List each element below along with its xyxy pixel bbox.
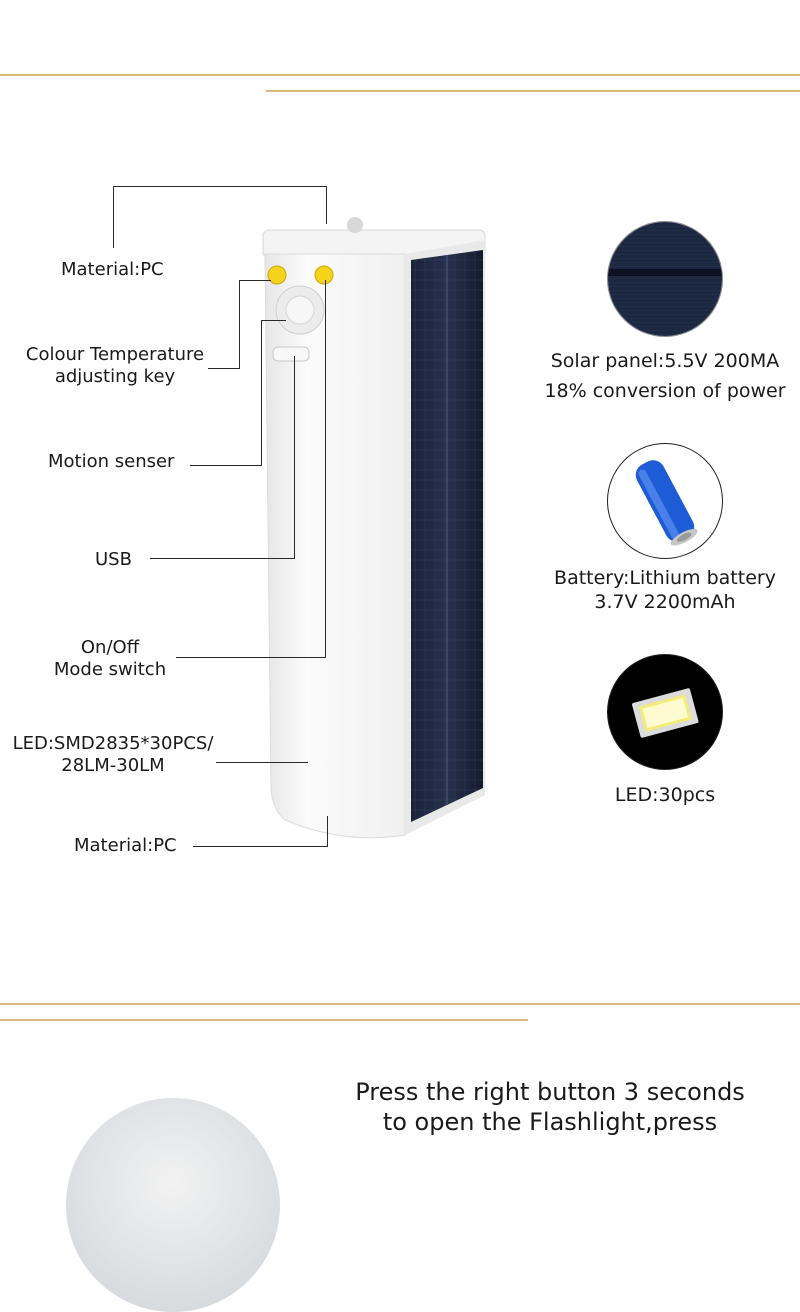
lantern-product-image xyxy=(262,217,486,839)
battery-line1: Battery:Lithium battery xyxy=(554,567,776,589)
divider-bottom-full xyxy=(0,1003,800,1005)
label-led-line1: LED:SMD2835*30PCS/ xyxy=(12,733,214,754)
battery-feature-text: Battery:Lithium battery 3.7V 2200mAh xyxy=(540,566,790,614)
instruction-line2: to open the Flashlight,press xyxy=(382,1108,718,1136)
callout-line xyxy=(113,186,114,248)
colour-temp-key xyxy=(267,265,287,285)
label-onoff-line1: On/Off xyxy=(80,637,140,658)
label-onoff-line2: Mode switch xyxy=(53,659,167,680)
callout-line xyxy=(216,762,308,763)
solar-line1: Solar panel:5.5V 200MA xyxy=(550,350,780,372)
label-colour-temp: Colour Temperature adjusting key xyxy=(20,344,210,388)
led-feature-text: LED:30pcs xyxy=(614,784,716,806)
battery-icon xyxy=(607,443,723,559)
callout-line xyxy=(239,280,240,369)
divider-top-short xyxy=(266,90,800,92)
callout-line xyxy=(326,186,327,224)
sensor-closeup-image xyxy=(66,1098,280,1312)
led-chip-icon xyxy=(607,654,723,770)
callout-line xyxy=(176,657,326,658)
label-colour-temp-line2: adjusting key xyxy=(54,366,176,387)
label-material-bottom: Material:PC xyxy=(74,835,177,856)
lantern-top-knob xyxy=(347,217,363,233)
callout-line xyxy=(239,280,271,281)
solar-line2: 18% conversion of power xyxy=(544,380,786,402)
callout-line xyxy=(190,465,262,466)
divider-top-full xyxy=(0,74,800,76)
label-onoff: On/Off Mode switch xyxy=(40,637,180,681)
solar-panel-icon xyxy=(607,221,723,337)
instruction-text: Press the right button 3 seconds to open… xyxy=(345,1077,755,1137)
usb-port xyxy=(272,346,310,362)
callout-line xyxy=(325,280,326,658)
onoff-switch xyxy=(314,265,334,285)
callout-line xyxy=(261,320,286,321)
callout-line xyxy=(294,356,295,559)
battery-line2: 3.7V 2200mAh xyxy=(594,591,736,613)
label-motion: Motion senser xyxy=(48,451,175,472)
label-material-top: Material:PC xyxy=(61,259,164,280)
callout-line xyxy=(113,186,327,187)
instruction-line1: Press the right button 3 seconds xyxy=(355,1078,745,1106)
callout-line xyxy=(327,816,328,847)
callout-line xyxy=(261,320,262,466)
lantern-body xyxy=(264,253,406,839)
callout-line xyxy=(150,558,295,559)
label-led-line2: 28LM-30LM xyxy=(61,755,165,776)
callout-line xyxy=(208,368,240,369)
label-usb: USB xyxy=(95,549,132,570)
label-colour-temp-line1: Colour Temperature xyxy=(25,344,205,365)
solar-feature-text: Solar panel:5.5V 200MA 18% conversion of… xyxy=(540,346,790,406)
divider-bottom-short xyxy=(0,1019,528,1021)
callout-line xyxy=(193,846,328,847)
label-led: LED:SMD2835*30PCS/ 28LM-30LM xyxy=(8,733,218,777)
